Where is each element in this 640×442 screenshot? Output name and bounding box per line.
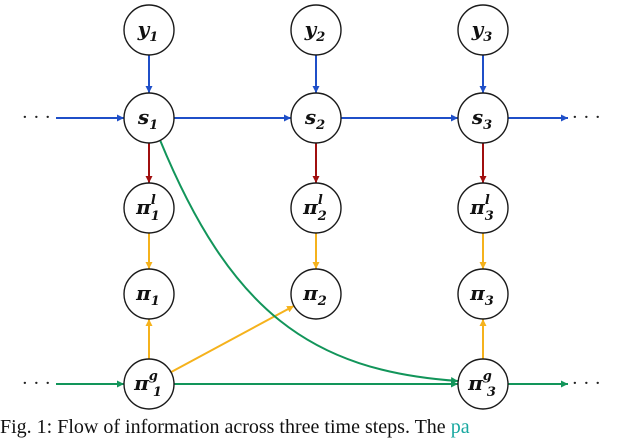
node-y2-circle — [290, 4, 342, 56]
node-pi1-circle — [123, 268, 175, 320]
node-pi3: π3 — [457, 268, 509, 320]
node-pi1: π1 — [123, 268, 175, 320]
ellipsis-right-s: · · · — [572, 107, 601, 128]
node-s3-label: s3 — [471, 105, 492, 133]
node-pig1-circle — [123, 358, 175, 410]
caption-text: Fig. 1: Flow of information across three… — [0, 416, 451, 438]
node-pi2-circle — [290, 268, 342, 320]
node-pi2: π2 — [290, 268, 342, 320]
node-pi1-label: π1 — [135, 281, 160, 309]
node-s2: s2 — [290, 92, 342, 144]
node-s1: s1 — [123, 92, 175, 144]
ellipsis-right-pig: · · · — [572, 373, 601, 394]
node-pil1-circle — [123, 182, 175, 234]
node-s3: s3 — [457, 92, 509, 144]
node-y2: y2 — [290, 4, 342, 56]
edges-layer — [56, 55, 568, 388]
node-y2-label: y2 — [304, 17, 326, 45]
node-y3: y3 — [457, 4, 509, 56]
node-y3-label: y3 — [471, 17, 493, 45]
node-y1-circle — [123, 4, 175, 56]
node-pi3-circle — [457, 268, 509, 320]
figure-caption: Fig. 1: Flow of information across three… — [0, 412, 640, 442]
ellipsis-left-s: · · · — [22, 107, 51, 128]
caption-highlight: pa — [450, 416, 470, 438]
ellipsis-left-pig: · · · — [22, 373, 51, 394]
node-s3-circle — [457, 92, 509, 144]
node-pil3-circle — [457, 182, 509, 234]
node-pig3-circle — [457, 358, 509, 410]
edge-s1-to-pig3 — [159, 139, 459, 385]
node-y1-label: y1 — [137, 17, 159, 45]
node-y3-circle — [457, 4, 509, 56]
node-s2-circle — [290, 92, 342, 144]
node-pil2-circle — [290, 182, 342, 234]
node-s1-circle — [123, 92, 175, 144]
node-y1: y1 — [123, 4, 175, 56]
node-pi2-label: π2 — [302, 281, 327, 309]
edge-pig1-to-pi2 — [170, 304, 295, 374]
node-pi3-label: π3 — [469, 281, 494, 309]
node-s2-label: s2 — [304, 105, 325, 133]
node-s1-label: s1 — [137, 105, 158, 133]
